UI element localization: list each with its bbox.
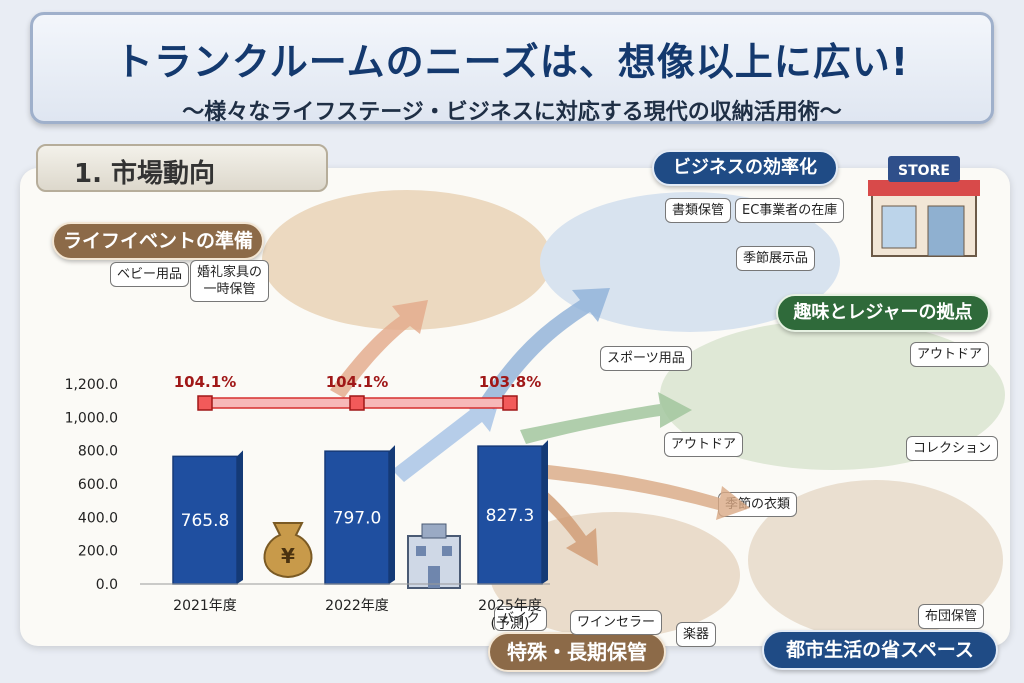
header-banner: トランクルームのニーズは、想像以上に広い! 〜様々なライフステージ・ビジネスに対… xyxy=(30,12,994,125)
tag-collection: コレクション xyxy=(906,436,999,461)
bar-side xyxy=(389,445,395,584)
tag-outdoor-right: アウトドア xyxy=(910,342,990,367)
store-sign: STORE xyxy=(898,163,950,179)
tag-outdoor-left: アウトドア xyxy=(664,432,744,457)
svg-text:¥: ¥ xyxy=(281,544,295,568)
tag-ec-inventory: EC事業者の在庫 xyxy=(735,198,845,223)
building-icon xyxy=(407,523,461,589)
y-tick-label: 1,000.0 xyxy=(65,410,118,426)
bar-value-label: 765.8 xyxy=(181,511,230,531)
page-title: トランクルームのニーズは、想像以上に広い! xyxy=(114,40,910,84)
growth-label: 104.1% xyxy=(174,373,236,391)
hobby-title: 趣味とレジャーの拠点 xyxy=(776,294,990,332)
tag-futon: 布団保管 xyxy=(918,604,985,629)
tag-baby-goods: ベビー用品 xyxy=(110,262,190,287)
x-category-label: 2021年度 xyxy=(173,598,237,614)
y-tick-label: 400.0 xyxy=(78,510,118,526)
tag-documents: 書類保管 xyxy=(665,198,732,223)
bar-side xyxy=(542,440,548,584)
bar-value-label: 797.0 xyxy=(333,509,382,529)
bar xyxy=(172,455,238,585)
tag-seasonal-display: 季節展示品 xyxy=(736,246,816,271)
bar xyxy=(477,445,543,585)
growth-marker xyxy=(502,395,518,411)
y-tick-label: 800.0 xyxy=(78,444,118,460)
tag-sports-goods: スポーツ用品 xyxy=(600,346,692,371)
bar-side xyxy=(237,450,243,584)
tag-instrument: 楽器 xyxy=(676,622,717,647)
tag-wine-cellar: ワインセラー xyxy=(570,610,663,635)
urban-title: 都市生活の省スペース xyxy=(762,630,998,670)
y-tick-label: 1,200.0 xyxy=(65,377,118,393)
bar-value-label: 827.3 xyxy=(486,506,535,526)
tag-wedding-furniture: 婚礼家具の 一時保管 xyxy=(190,260,270,302)
special-title: 特殊・長期保管 xyxy=(488,632,666,672)
store-icon: STORE xyxy=(868,156,980,257)
growth-label: 104.1% xyxy=(326,373,388,391)
tag-bike: バイク xyxy=(494,606,547,631)
y-tick-label: 200.0 xyxy=(78,544,118,560)
section-label: 1. 市場動向 xyxy=(36,144,328,192)
bar xyxy=(324,450,390,585)
y-tick-label: 0.0 xyxy=(96,577,118,593)
growth-marker xyxy=(349,395,365,411)
growth-marker xyxy=(197,395,213,411)
business-title: ビジネスの効率化 xyxy=(652,150,838,186)
market-bar-chart: 0.0 200.0 400.0 600.0 800.0 1,000.0 1,200.0 76… xyxy=(65,373,550,632)
life-event-title: ライフイベントの準備 xyxy=(52,222,264,260)
page-subtitle: 〜様々なライフステージ・ビジネスに対応する現代の収納活用術〜 xyxy=(182,100,842,125)
x-category-label: 2025年度(予測) xyxy=(478,598,542,632)
money-bag-icon: ¥ xyxy=(263,522,313,579)
growth-label: 103.8% xyxy=(479,373,541,391)
x-category-label: 2022年度 xyxy=(325,598,389,614)
y-tick-label: 600.0 xyxy=(78,477,118,493)
